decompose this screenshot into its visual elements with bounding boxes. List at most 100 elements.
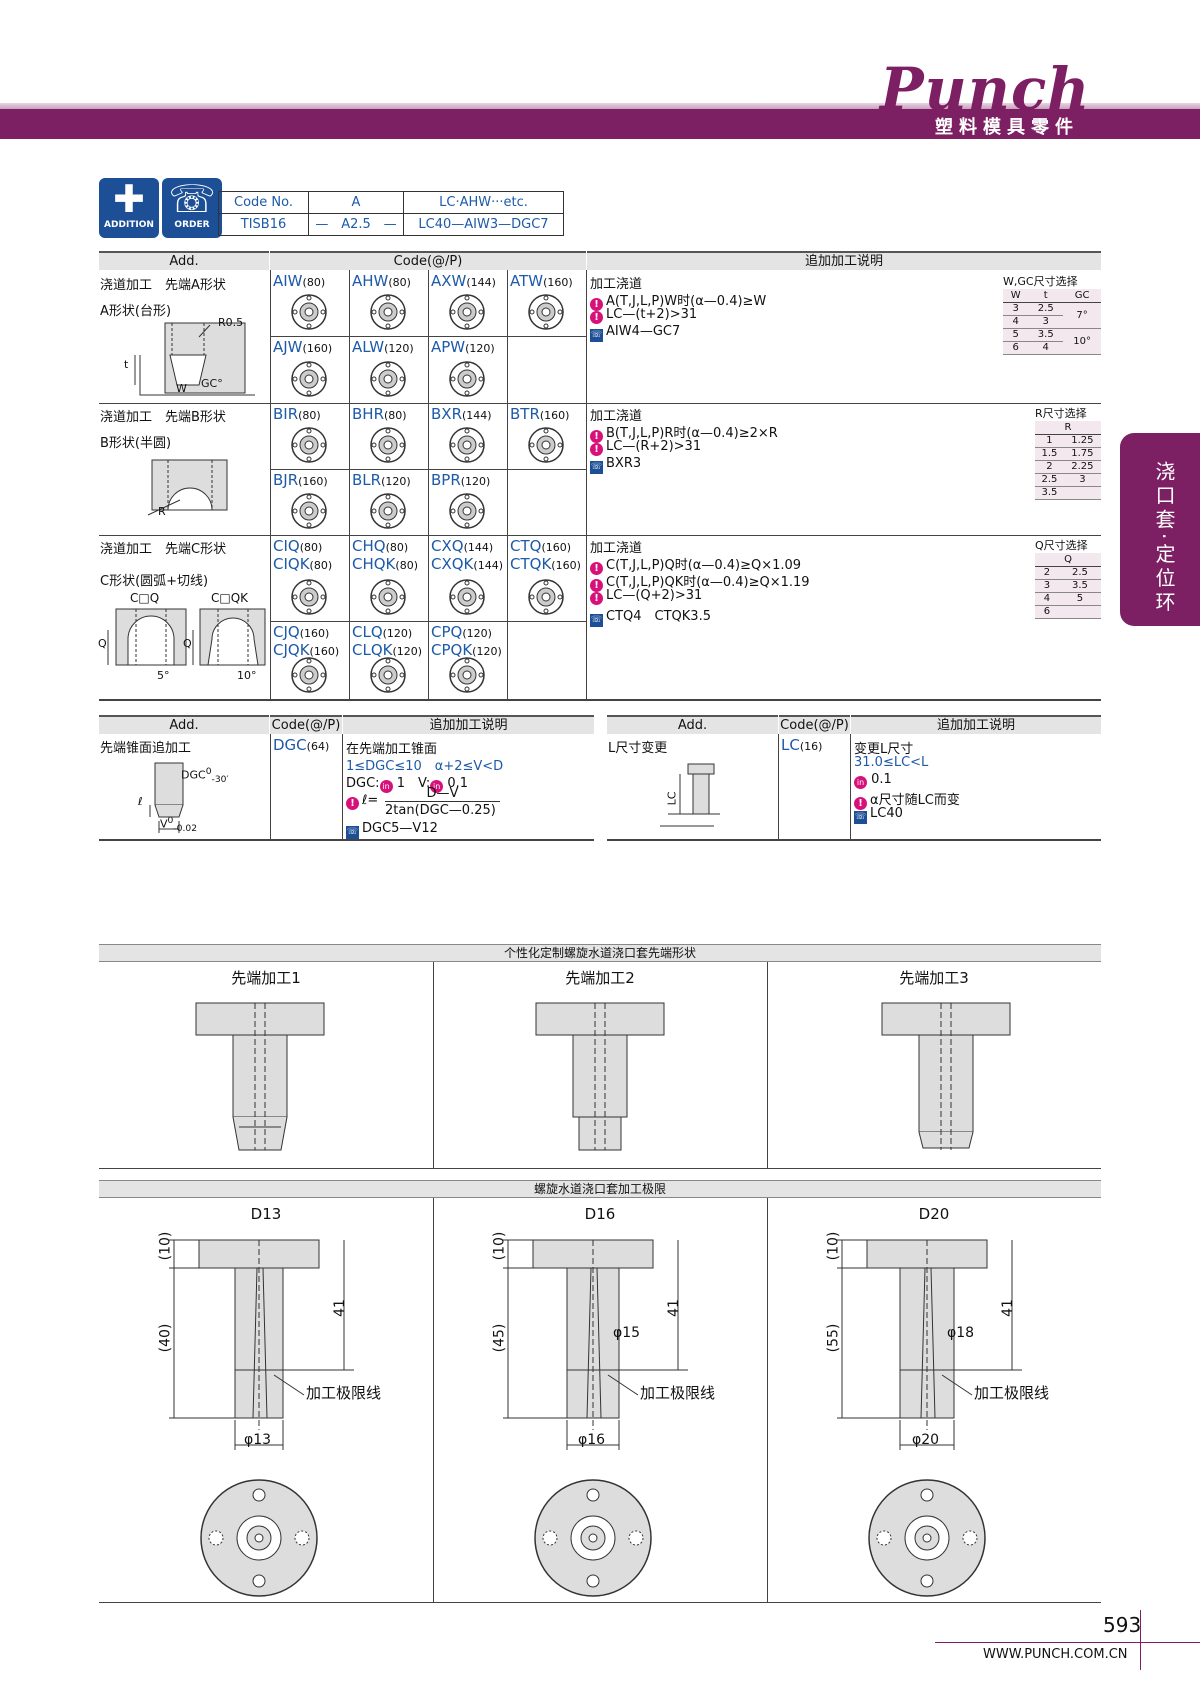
- divider: [778, 734, 779, 839]
- dimension-label: 41: [331, 1299, 348, 1317]
- limit-line-label: 加工极限线: [640, 1384, 716, 1402]
- row-a-desc-line: ☏AIW4—GC7: [590, 324, 681, 342]
- code-cell: BLR(120): [352, 471, 411, 489]
- label-5deg: 5°: [157, 669, 170, 682]
- footer-url: WWW.PUNCH.COM.CN: [983, 1647, 1128, 1662]
- dimension-label: (55): [825, 1323, 842, 1353]
- limit-drawing: [837, 1239, 1022, 1597]
- divider: [99, 1168, 1101, 1169]
- code-example: —: [377, 213, 405, 236]
- note-icon: !: [590, 443, 603, 456]
- bl-header-desc: 追加加工说明: [343, 715, 594, 734]
- dimension-label: φ15: [613, 1325, 641, 1341]
- divider: [433, 962, 434, 1168]
- br-desc-line: !α尺寸随LC而变: [854, 789, 960, 810]
- divider: [586, 535, 587, 621]
- bl-desc-line: ☏DGC5—V12: [346, 821, 438, 839]
- row-a-subtitle: A形状(台形): [100, 304, 172, 319]
- dimension-label: (45): [491, 1323, 508, 1353]
- q-select-title: Q尺寸选择: [1035, 539, 1088, 552]
- nozzle-top-view-icon: [370, 657, 406, 693]
- divider: [607, 839, 1101, 841]
- header-band: [0, 109, 1200, 139]
- row-b-desc-line: ☏BXR3: [590, 456, 642, 474]
- row-c-subtitle: C形状(圆弧+切线): [100, 574, 209, 589]
- code-dgc: DGC(64): [273, 736, 330, 754]
- nozzle-top-view-icon: [291, 427, 327, 463]
- tips-title: 个性化定制螺旋水道浇口套先端形状: [99, 944, 1101, 962]
- divider: [767, 962, 768, 1168]
- shape-c-diagram: [107, 608, 266, 666]
- main-header-add: Add.: [99, 251, 269, 270]
- code-example: TISB16: [218, 213, 309, 236]
- br-header-code: Code(@/P): [779, 715, 850, 734]
- label-cqk: C□QK: [211, 591, 249, 605]
- nozzle-top-view-icon: [528, 427, 564, 463]
- bl-title: 先端锥面追加工: [100, 741, 192, 756]
- divider: [349, 270, 350, 336]
- wgc-select-title: W,GC尺寸选择: [1003, 275, 1078, 288]
- row-b-subtitle: B形状(半圆): [100, 436, 172, 451]
- divider: [349, 469, 350, 535]
- bl-desc-line: DGC:in 1 V:in 0.1: [346, 776, 469, 793]
- br-header-desc: 追加加工说明: [851, 715, 1101, 734]
- code-cell: AJW(160): [273, 338, 333, 356]
- bl-header-add: Add.: [99, 715, 269, 734]
- nozzle-top-view-icon: [370, 294, 406, 330]
- dimension-label: (10): [157, 1231, 174, 1261]
- row-a-title: 浇道加工 先端A形状: [100, 278, 226, 293]
- divider: [586, 270, 587, 336]
- code-cell: ALW(120): [352, 338, 414, 356]
- row-c-title: 浇道加工 先端C形状: [100, 542, 227, 557]
- bl-formula: !ℓ=: [346, 793, 378, 810]
- code-cell: BIR(80): [273, 405, 321, 423]
- label-v: V0-0.02: [160, 815, 198, 834]
- code-example: —: [307, 213, 335, 236]
- divider: [270, 734, 271, 839]
- br-desc-line: ☏LC40: [854, 806, 903, 824]
- br-title: L尺寸变更: [608, 741, 668, 756]
- increment-icon: in: [379, 780, 393, 793]
- limit-line-label: 加工极限线: [974, 1384, 1050, 1402]
- code-cell: BPR(120): [431, 471, 491, 489]
- side-tab-label: 浇口套·定位环: [1152, 461, 1176, 616]
- code-header: Code No.: [218, 191, 309, 214]
- code-header: A: [308, 191, 404, 214]
- r-select-title: R尺寸选择: [1035, 407, 1087, 420]
- divider: [586, 403, 587, 469]
- limit-drawing: [169, 1239, 354, 1597]
- code-cell: CPQ(120)CPQK(120): [431, 623, 502, 659]
- note-icon: !: [590, 592, 603, 605]
- note-icon: !: [346, 797, 359, 810]
- code-cell: CXQ(144)CXQK(144): [431, 537, 503, 573]
- limit-drawing: [503, 1239, 688, 1597]
- bl-desc-line: 1≤DGC≤10 α+2≤V<D: [346, 759, 504, 774]
- note-icon: !: [590, 579, 603, 592]
- nozzle-top-view-icon: [449, 493, 485, 529]
- divider: [507, 621, 508, 699]
- label-w: W: [176, 382, 187, 395]
- label-r05: R0.5: [218, 316, 244, 329]
- code-cell: BXR(144): [431, 405, 492, 423]
- limit-label: D13: [250, 1205, 282, 1223]
- brand-logo: Punch: [880, 55, 1091, 123]
- dimension-label: φ13: [244, 1432, 272, 1448]
- formula-denominator: 2tan(DGC—0.25): [385, 803, 496, 818]
- limit-label: D16: [584, 1205, 616, 1223]
- limit-line-label: 加工极限线: [306, 1384, 382, 1402]
- code-cell: CIQ(80)CIQK(80): [273, 537, 333, 573]
- bl-header-code: Code(@/P): [270, 715, 342, 734]
- divider: [507, 535, 508, 621]
- label-gc: GC°: [201, 377, 223, 390]
- tip-drawing-3: [881, 1002, 1011, 1150]
- dimension-label: φ16: [578, 1432, 606, 1448]
- code-cell: CTQ(160)CTQK(160): [510, 537, 581, 573]
- label-l: ℓ: [138, 795, 143, 808]
- row-c-desc-title: 加工浇道: [590, 541, 643, 556]
- note-icon: !: [590, 298, 603, 311]
- divider: [349, 621, 350, 699]
- row-c-desc-line: !LC—(Q+2)>31: [590, 588, 702, 605]
- label-lc: LC: [665, 791, 679, 806]
- side-tab[interactable]: 浇口套·定位环: [1120, 433, 1200, 626]
- note-icon: !: [590, 430, 603, 443]
